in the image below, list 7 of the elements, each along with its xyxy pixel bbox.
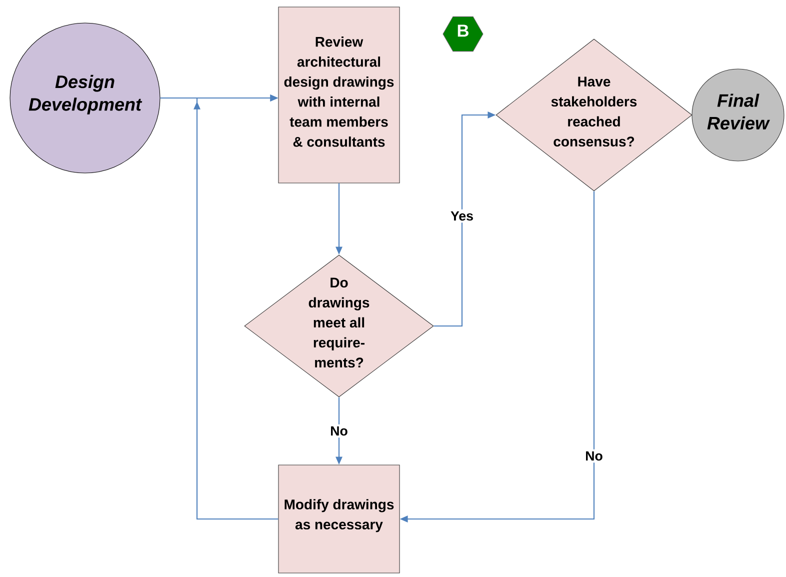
arrow [194, 94, 278, 520]
connector-hexagon: B [442, 16, 484, 52]
edge-label: No [328, 424, 350, 438]
process-box: Modify drawings as necessary [278, 464, 400, 574]
edge-label: No [583, 449, 605, 463]
edge-label: Yes [448, 209, 476, 223]
process-box: Review architectural design drawings with internal team members & consultants [278, 6, 400, 184]
